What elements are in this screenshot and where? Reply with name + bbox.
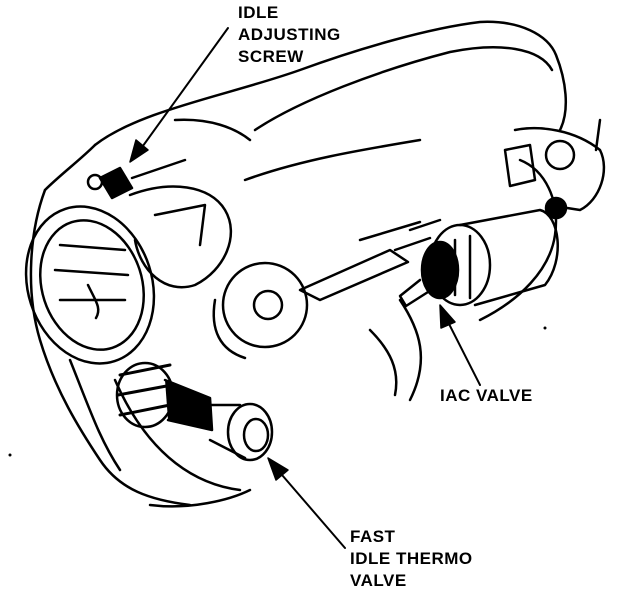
intake-plenum [43, 20, 567, 322]
iac-valve [398, 208, 559, 308]
lower-housing [29, 188, 423, 508]
speck [543, 326, 547, 330]
upper-right-bracket [503, 118, 606, 220]
callout-line: FAST [350, 527, 396, 546]
idle-adjusting-screw [86, 158, 187, 200]
throttle-plate [128, 185, 233, 289]
callout-line: IDLE [238, 3, 279, 22]
callout-line: IDLE THERMO [350, 549, 473, 568]
callout-line: SCREW [238, 47, 304, 66]
callout-fast-idle-thermo-valve: FAST IDLE THERMO VALVE [350, 526, 473, 592]
callout-leaders [129, 27, 481, 549]
fast-idle-thermo-valve [115, 361, 274, 462]
callout-line: ADJUSTING [238, 25, 341, 44]
callout-idle-adjusting-screw: IDLE ADJUSTING SCREW [238, 2, 341, 68]
callout-line: IAC VALVE [440, 386, 533, 405]
callout-line: VALVE [350, 571, 407, 590]
callout-iac-valve: IAC VALVE [440, 385, 533, 407]
speck [8, 453, 12, 457]
throttle-linkage [212, 218, 442, 360]
throttle-bore [24, 205, 156, 365]
